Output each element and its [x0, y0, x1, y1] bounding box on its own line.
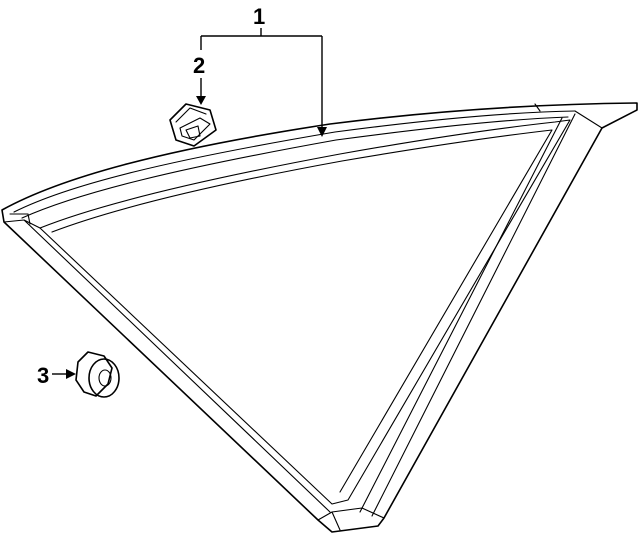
callout-1: 1	[200, 4, 327, 137]
quarter-window-glass-icon	[1, 102, 638, 533]
callout-3: 3	[37, 363, 76, 388]
callout-1-arrowhead	[317, 127, 327, 137]
callout-2-label: 2	[193, 53, 205, 78]
callout-1-leader	[200, 28, 323, 128]
callout-1-label: 1	[253, 4, 265, 29]
push-nut-icon	[75, 351, 120, 398]
callout-2-arrowhead	[196, 96, 206, 105]
callout-2: 2	[193, 53, 206, 105]
retainer-clip-icon	[169, 103, 217, 147]
callout-3-label: 3	[37, 363, 49, 388]
callout-3-arrowhead	[66, 369, 76, 379]
